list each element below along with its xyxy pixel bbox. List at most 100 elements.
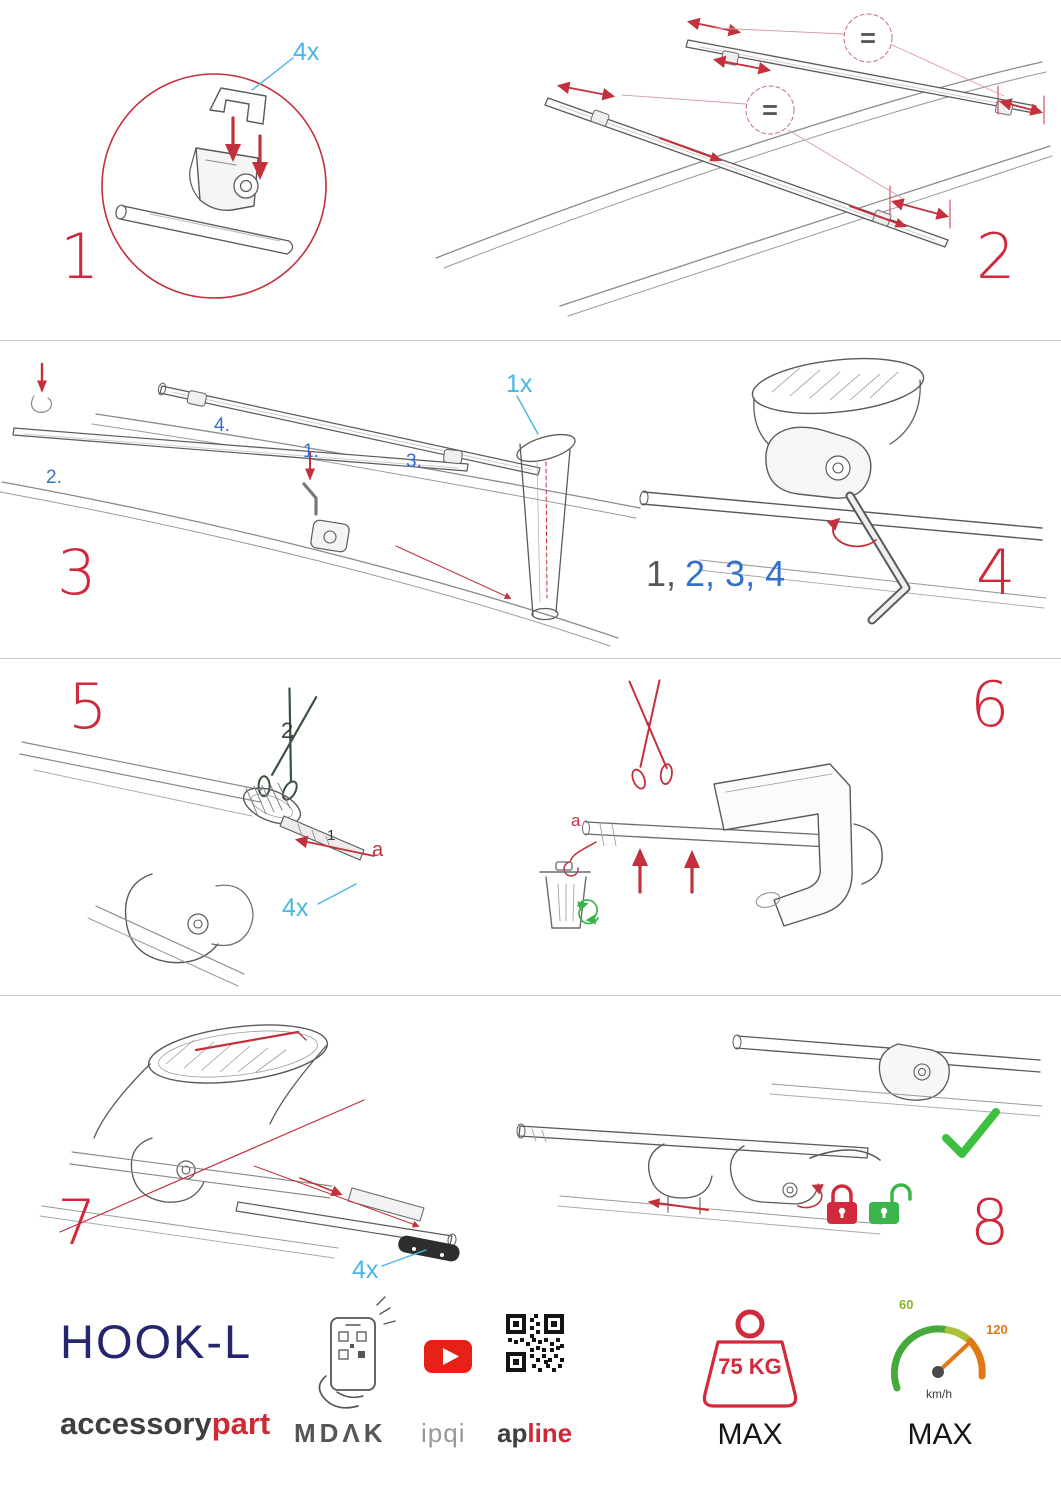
step-8-number: 8	[970, 1186, 1010, 1259]
cut-strap-curl	[563, 841, 597, 877]
step-5-number: 5	[68, 670, 108, 743]
qty-leader-line	[251, 57, 294, 91]
brand-right: part	[211, 1406, 271, 1441]
step6-illustration	[539, 679, 883, 929]
qty-leader-line	[317, 883, 357, 905]
bar-end-opening	[242, 787, 302, 825]
measure-arrow	[556, 81, 616, 101]
step-1-qty-label: 4x	[293, 38, 320, 66]
step-1-number: 1	[60, 220, 100, 293]
clamp-left	[647, 1143, 713, 1199]
recycle-icon	[577, 899, 599, 925]
step-5-qty-label: 4x	[282, 894, 309, 922]
step-6-strap-label: a	[571, 811, 581, 830]
measure-arrow	[998, 98, 1044, 116]
step2-illustration: = =	[435, 13, 1053, 317]
section-divider	[0, 995, 1061, 996]
speed-min-label: 60	[899, 1297, 914, 1312]
allen-key-icon	[302, 482, 318, 516]
weight-max-label: MAX	[717, 1418, 783, 1451]
step7-illustration	[39, 1024, 460, 1267]
rail-clamp	[765, 426, 872, 499]
end-cap-part	[209, 87, 267, 125]
rubber-strap-part	[398, 1235, 460, 1262]
weight-icon	[702, 1309, 798, 1408]
padlock-unlocked-icon	[869, 1183, 912, 1224]
weight-limit-label: 75 KG	[718, 1354, 782, 1379]
equals-badge	[843, 13, 893, 63]
step-6-number: 6	[970, 668, 1010, 741]
support-leg	[516, 433, 576, 621]
strap-tail	[279, 815, 365, 861]
strap-inside	[194, 1030, 300, 1052]
scissors-icon	[257, 687, 318, 801]
step-5-pull-label: 1	[327, 827, 336, 844]
step-3-order-3: 3.	[406, 451, 422, 472]
equals-label: =	[762, 95, 778, 125]
speed-max-value-label: 120	[986, 1322, 1008, 1337]
step-3-qty-label: 1x	[506, 370, 533, 398]
rotate-arrow	[797, 1184, 824, 1209]
speedometer-icon	[890, 1325, 986, 1392]
step8-illustration	[516, 1034, 1043, 1235]
equals-badge	[745, 85, 795, 135]
slide-arrow	[659, 137, 723, 162]
step-7-qty-label: 4x	[352, 1256, 379, 1284]
step-7-number: 7	[57, 1186, 97, 1259]
step-2-number: 2	[976, 220, 1016, 293]
step-5-strap-label: a	[372, 839, 384, 861]
step-4-number: 4	[976, 536, 1016, 609]
equals-label: =	[860, 23, 876, 53]
youtube-icon	[424, 1340, 472, 1373]
step4-illustration	[639, 357, 1047, 625]
brand-wordmark: accessorypart	[60, 1408, 270, 1439]
slide-arrow	[299, 1177, 343, 1197]
logo-ap: ap	[497, 1418, 528, 1448]
sequence-done: 1,	[646, 553, 677, 594]
crossbar	[518, 1125, 869, 1159]
scissors-icon	[628, 679, 673, 790]
sequence-todo: 2, 3, 4	[685, 553, 786, 594]
step3-illustration	[0, 362, 641, 647]
qty-leader-line	[516, 395, 539, 435]
step-4-sequence: 1,2, 3, 4	[646, 556, 785, 592]
bracket-part	[713, 763, 883, 927]
logo-line: line	[527, 1418, 573, 1448]
foot-clamp	[310, 519, 350, 553]
slide-arrow	[849, 205, 908, 228]
checkmark-icon	[942, 1108, 1000, 1158]
rail-clamp	[130, 1137, 205, 1203]
crossbar	[12, 427, 469, 472]
leader-arrow	[395, 545, 512, 600]
product-name: HOOK-L	[60, 1315, 253, 1368]
step5-illustration	[19, 687, 375, 987]
logo-ipqi: ipqi	[421, 1418, 466, 1448]
measure-arrow	[712, 55, 772, 75]
step-3-order-2: 2.	[46, 467, 62, 488]
step-5-cut-label: 2	[281, 718, 294, 743]
trash-bin-icon	[539, 861, 591, 929]
pull-arrow	[647, 1198, 709, 1211]
speed-unit-label: km/h	[925, 1387, 952, 1401]
step-3-number: 3	[57, 536, 97, 609]
padlock-locked-icon	[827, 1184, 857, 1224]
rotate-arrow	[826, 517, 877, 548]
step-3-order-4: 4.	[214, 415, 230, 436]
allen-key-icon	[845, 491, 911, 625]
section-divider	[0, 658, 1061, 659]
pull-arrow	[294, 835, 375, 857]
logo-apline: apline	[497, 1420, 572, 1446]
needle	[936, 1343, 969, 1374]
guide-line	[59, 1099, 365, 1233]
logo-mdak: MDΛK	[294, 1418, 387, 1448]
magnifier-circle	[101, 73, 327, 299]
brand-left: accessory	[60, 1406, 212, 1441]
step1-illustration	[101, 57, 327, 299]
qty-leader-line	[381, 1249, 427, 1267]
step-3-order-1: 1.	[303, 441, 319, 462]
phone-qr-icon	[318, 1296, 396, 1409]
measure-arrow	[890, 198, 950, 220]
speed-max-label: MAX	[907, 1418, 973, 1451]
